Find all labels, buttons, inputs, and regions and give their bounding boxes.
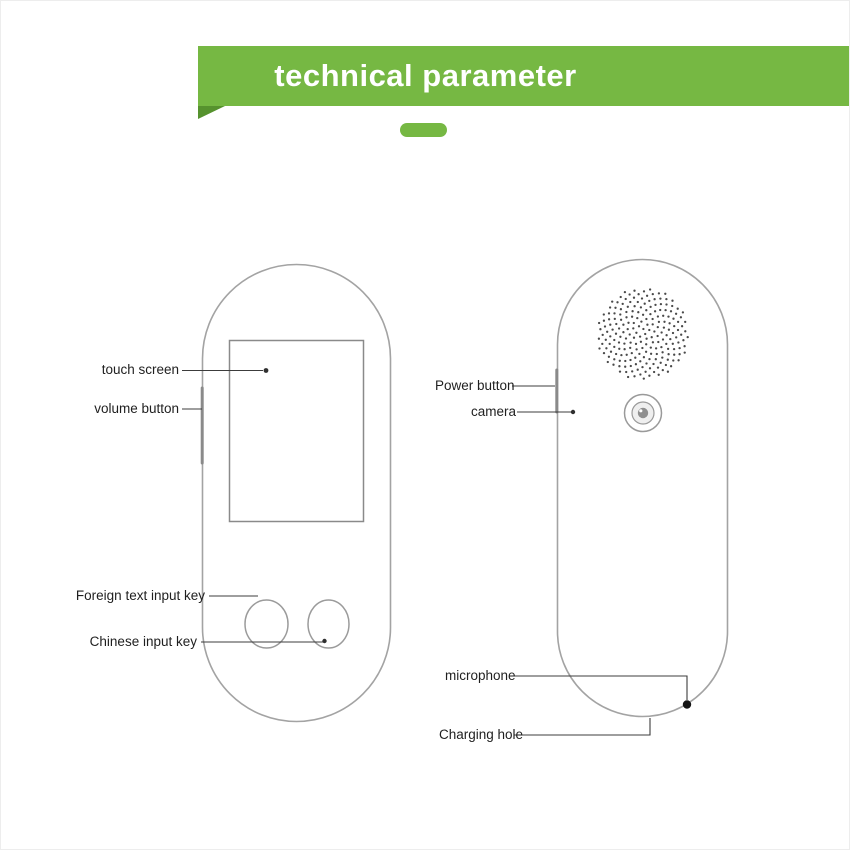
touch-screen <box>228 339 365 523</box>
label-power-button: Power button <box>435 378 515 393</box>
divider-pill <box>400 123 447 137</box>
label-chinese-input: Chinese input key <box>89 634 197 649</box>
chinese-input-key-button <box>307 599 350 649</box>
label-camera: camera <box>471 404 517 419</box>
label-charging-hole: Charging hole <box>439 727 524 742</box>
label-touch-screen: touch screen <box>101 362 179 377</box>
microphone-dot <box>682 700 692 709</box>
label-foreign-input: Foreign text input key <box>75 588 205 603</box>
title-banner <box>198 46 849 106</box>
charging-hole-callout-line <box>514 718 651 736</box>
speaker-grille-icon <box>597 288 689 380</box>
touch-screen-pointer-dot <box>263 368 269 373</box>
chinese-input-pointer-dot <box>322 638 327 644</box>
label-volume-button: volume button <box>94 401 179 416</box>
label-microphone: microphone <box>445 668 516 683</box>
back-device-outline <box>556 258 729 718</box>
foreign-input-key-button <box>244 599 289 649</box>
camera-lens-icon <box>623 393 663 433</box>
page-title: technical parameter <box>274 58 577 93</box>
banner-fold-ribbon <box>198 106 225 119</box>
camera-pointer-dot <box>570 409 576 415</box>
microphone-callout-line <box>512 675 688 700</box>
